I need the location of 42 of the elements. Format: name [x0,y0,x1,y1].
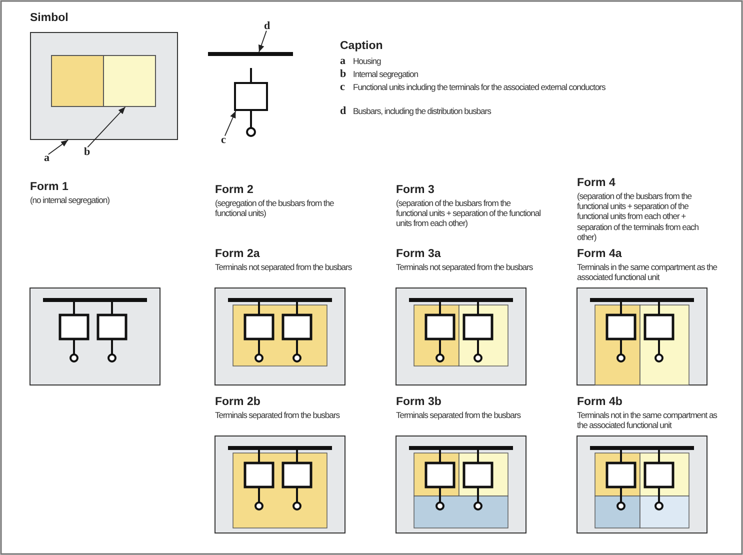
callout-letter: c [221,134,226,146]
description-text: Terminals not in the same compartment as the associated functional unit [577,410,718,430]
caption-letter: a [340,55,346,67]
description-text: Housing [353,56,382,66]
heading: Form 2 [215,184,254,196]
description-text: (separation of the busbars from the functional units + separation of the functional units from each other) [396,198,541,229]
description-text: Terminals not separated from the busbars [215,262,353,272]
description-text: Terminals not separated from the busbars [396,262,534,272]
description-text: Terminals separated from the busbars [396,410,522,420]
heading: Form 3 [396,184,434,196]
description-text: Terminals in the same compartment as the associated functional unit [577,262,717,282]
description-text: Busbars, including the distribution busbars [353,106,492,116]
description-text: Functional units including the terminals for the associated external conductors [353,82,606,92]
housing [30,32,178,140]
heading: Form 3a [396,248,441,260]
leader-line [48,140,68,155]
leader-line [258,30,267,52]
leader-line [224,110,236,136]
callout-letter: d [264,20,270,32]
description-text: (segregation of the busbars from the functional units) [215,198,335,218]
compartment [103,55,156,107]
description-text: Internal segregation [353,69,419,80]
heading: Form 4a [577,248,622,260]
heading: Form 4b [577,396,622,408]
leader-line [87,106,126,148]
heading: Simbol [30,12,68,24]
caption-letter: d [340,105,346,117]
heading: Form 4 [577,177,616,189]
caption-letter: b [340,68,346,80]
description-text: (no internal segregation) [30,195,110,206]
callout-letter: b [84,146,90,158]
description-text: Terminals separated from the busbars [215,410,341,420]
functional-unit [234,82,268,111]
callout-letter: a [44,152,50,164]
busbar [208,52,293,56]
heading: Form 2a [215,248,260,260]
heading: Form 1 [30,181,68,193]
heading: Form 3b [396,396,442,408]
caption-letter: c [340,81,345,93]
heading: Form 2b [215,396,260,408]
description-text: (separation of the busbars from the functional units + separation of the functional units from each other + separation of the terminals from each other) [577,191,700,242]
heading: Caption [340,40,383,52]
